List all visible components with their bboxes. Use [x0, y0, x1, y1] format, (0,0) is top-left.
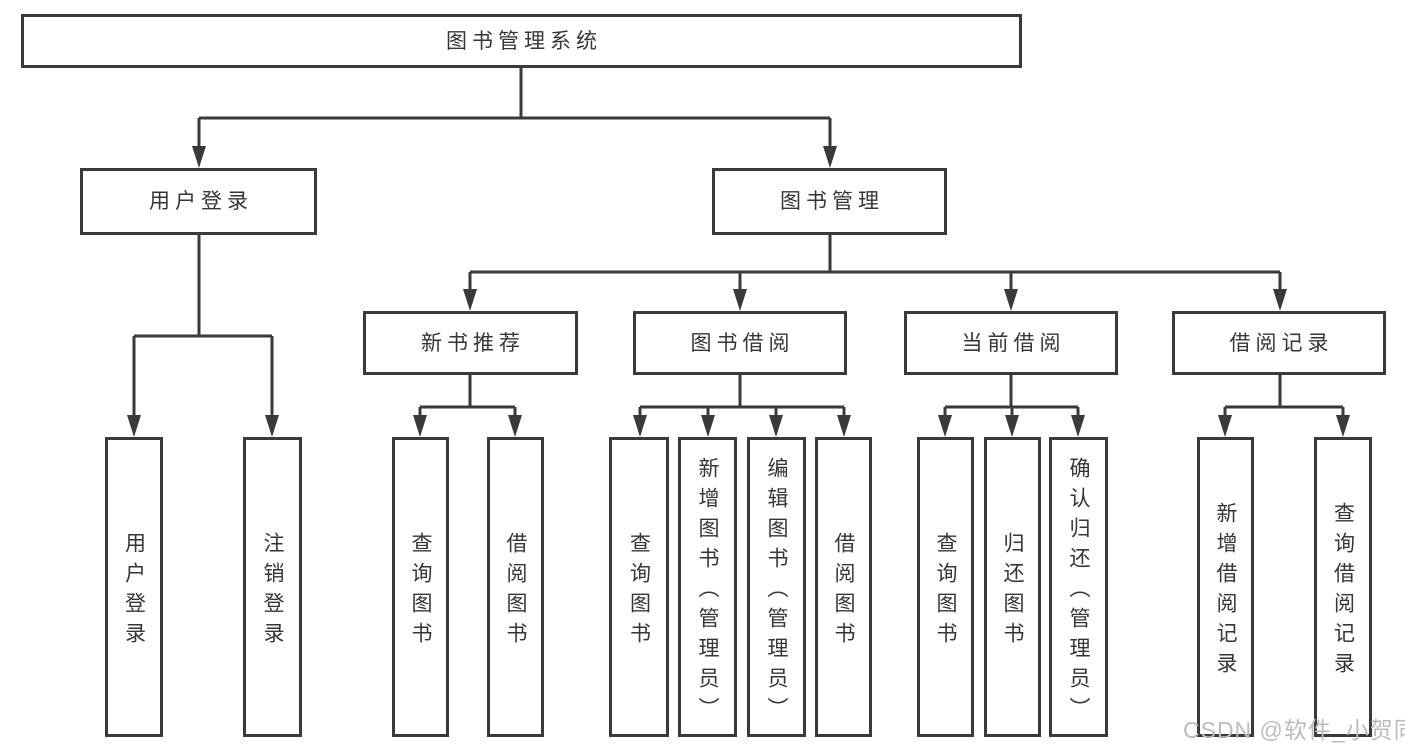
- leaf-logout: 注销登录: [243, 437, 302, 737]
- leaf-return-book: 归还图书: [984, 437, 1041, 737]
- leaf-query-books-borrow: 查询图书: [609, 437, 669, 737]
- node-label: 编辑图书（管理员）: [765, 456, 788, 727]
- node-label: 新增借阅记录: [1214, 501, 1237, 682]
- node-label: 借阅记录: [1229, 331, 1334, 355]
- leaf-borrow-books-recommend: 借阅图书: [487, 437, 544, 737]
- leaf-borrow-books: 借阅图书: [815, 437, 872, 737]
- leaf-query-borrow-record: 查询借阅记录: [1314, 437, 1372, 737]
- node-label: 查询图书: [934, 531, 957, 652]
- node-label: 图书借阅: [690, 331, 795, 355]
- node-label: 查询图书: [627, 531, 651, 652]
- node-label: 查询图书: [409, 531, 432, 652]
- node-book-management: 图书管理: [712, 168, 947, 235]
- node-label: 图书管理: [780, 190, 884, 213]
- node-user-login: 用户登录: [80, 168, 317, 235]
- leaf-add-borrow-record: 新增借阅记录: [1197, 437, 1254, 737]
- node-root: 图书管理系统: [21, 14, 1022, 68]
- node-label: 用户登录: [122, 531, 146, 652]
- node-label: 注销登录: [261, 531, 284, 652]
- node-label: 图书管理系统: [446, 29, 602, 53]
- node-book-borrowing: 图书借阅: [633, 311, 847, 375]
- node-label: 新书推荐: [421, 331, 525, 355]
- leaf-confirm-return-admin: 确认归还（管理员）: [1049, 437, 1108, 737]
- watermark: CSDN @软件_小贺同学: [1183, 717, 1405, 743]
- node-new-book-recommend: 新书推荐: [363, 311, 578, 375]
- leaf-edit-book-admin: 编辑图书（管理员）: [747, 437, 806, 737]
- leaf-query-books-current: 查询图书: [917, 437, 974, 737]
- node-label: 借阅图书: [504, 531, 527, 652]
- node-borrowing-records: 借阅记录: [1172, 311, 1386, 375]
- node-label: 用户登录: [149, 190, 253, 213]
- node-current-borrowing: 当前借阅: [904, 311, 1118, 375]
- leaf-query-books-recommend: 查询图书: [392, 437, 449, 737]
- node-label: 借阅图书: [832, 531, 855, 652]
- node-label: 新增图书（管理员）: [696, 456, 719, 727]
- node-label: 归还图书: [1001, 531, 1024, 652]
- leaf-user-login: 用户登录: [105, 437, 163, 737]
- node-label: 当前借阅: [961, 331, 1066, 355]
- node-label: 确认归还（管理员）: [1067, 456, 1090, 727]
- node-label: 查询借阅记录: [1331, 501, 1355, 682]
- leaf-add-book-admin: 新增图书（管理员）: [678, 437, 737, 737]
